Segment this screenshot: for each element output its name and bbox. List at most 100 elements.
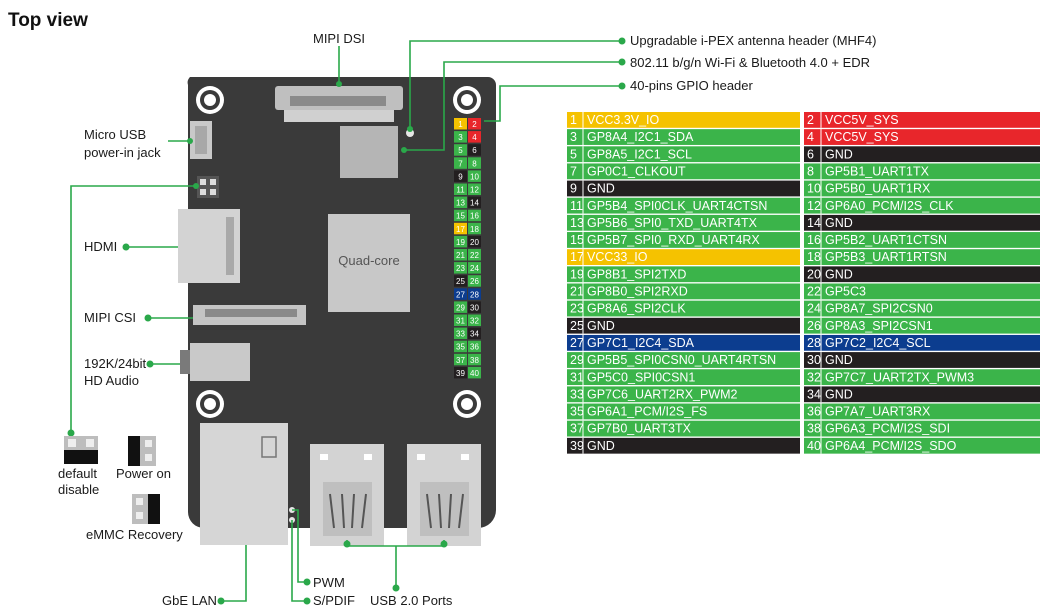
pin-function: GP7C1_I2C4_SDA <box>587 336 695 350</box>
pin-number: 14 <box>807 216 821 230</box>
header-pin-number: 36 <box>470 343 479 352</box>
pin-row-12: 12 GP6A0_PCM/I2S_CLK <box>804 197 1040 214</box>
header-pin-28: 28 <box>468 288 481 300</box>
header-pin-16: 16 <box>468 209 481 222</box>
pin-row-28: 28 GP7C2_I2C4_SCL <box>804 334 1040 351</box>
mounting-hole-tl <box>196 86 224 114</box>
pin-number: 39 <box>570 439 584 453</box>
header-pin-36: 36 <box>468 340 481 353</box>
header-pin-8: 8 <box>468 157 481 169</box>
jumper-default-disable-icon <box>64 436 98 464</box>
pin-function: GP7C2_I2C4_SCL <box>825 336 931 350</box>
header-pin-number: 18 <box>470 225 479 234</box>
header-pin-11: 11 <box>454 183 467 195</box>
label-emmc-recovery: eMMC Recovery <box>86 527 183 542</box>
pin-number: 30 <box>807 353 821 367</box>
pin-number: 36 <box>807 405 821 419</box>
header-pin-number: 39 <box>456 369 465 378</box>
header-pin-30: 30 <box>468 301 481 313</box>
pin-function: GP8A3_SPI2CSN1 <box>825 319 933 333</box>
header-pin-18: 18 <box>468 222 481 235</box>
label-pwm: PWM <box>313 575 345 590</box>
pin-number: 17 <box>570 250 584 264</box>
header-pin-3: 3 <box>454 131 467 143</box>
soc-label: Quad-core <box>338 253 399 268</box>
pin-function: GND <box>825 387 853 401</box>
header-pin-number: 25 <box>456 277 465 286</box>
pin-function: GND <box>825 216 853 230</box>
header-pin-number: 4 <box>472 133 477 142</box>
pin-function: GP6A1_PCM/I2S_FS <box>587 405 707 419</box>
pin-number: 6 <box>807 147 814 161</box>
header-pin-number: 14 <box>470 199 479 208</box>
pin-row-14: 14 GND <box>804 214 1040 231</box>
header-pin-number: 37 <box>456 356 465 365</box>
pin-number: 2 <box>807 113 814 127</box>
pin-function: GP0C1_CLKOUT <box>587 164 686 178</box>
pin-number: 12 <box>807 199 821 213</box>
header-pin-20: 20 <box>468 235 481 248</box>
audio-jack <box>180 343 250 381</box>
header-pin-25: 25 <box>454 275 467 287</box>
pin-function: GP7B0_UART3TX <box>587 422 692 436</box>
label-wifi-bluetooth: 802.11 b/g/n Wi-Fi & Bluetooth 4.0 + EDR <box>630 55 870 70</box>
header-pin-5: 5 <box>454 144 467 156</box>
header-pin-number: 10 <box>470 172 479 181</box>
header-pin-17: 17 <box>454 222 467 235</box>
pin-function: GP6A3_PCM/I2S_SDI <box>825 422 950 436</box>
header-pin-21: 21 <box>454 249 467 261</box>
pin-function: GP6A0_PCM/I2S_CLK <box>825 199 954 213</box>
pin-number: 24 <box>807 302 821 316</box>
header-pin-number: 33 <box>456 330 465 339</box>
pin-function: GP7A7_UART3RX <box>825 405 931 419</box>
header-pin-32: 32 <box>468 314 481 326</box>
pin-number: 40 <box>807 439 821 453</box>
header-pin-number: 17 <box>456 225 465 234</box>
header-pin-1: 1 <box>454 118 467 130</box>
header-pin-number: 29 <box>456 303 465 312</box>
pin-function: VCC3.3V_IO <box>587 113 660 127</box>
pin-function: GP8A4_I2C1_SDA <box>587 130 694 144</box>
board: Quad-core <box>178 77 497 546</box>
pin-number: 16 <box>807 233 821 247</box>
jumper-legend <box>64 436 160 524</box>
header-pin-number: 1 <box>458 120 463 129</box>
pin-number: 34 <box>807 387 821 401</box>
pin-function: GP5C0_SPI0CSN1 <box>587 370 695 384</box>
header-pin-number: 40 <box>470 369 479 378</box>
pin-function: GP7C7_UART2TX_PWM3 <box>825 370 974 384</box>
pin-function: GP8A7_SPI2CSN0 <box>825 302 933 316</box>
header-pin-24: 24 <box>468 262 481 274</box>
pin-function: VCC5V_SYS <box>825 113 899 127</box>
pin-number: 28 <box>807 336 821 350</box>
pin-number: 20 <box>807 267 821 281</box>
header-pin-number: 12 <box>470 186 479 195</box>
header-pin-39: 39 <box>454 366 467 379</box>
header-pin-number: 16 <box>470 212 479 221</box>
pin-function: GP7C6_UART2RX_PWM2 <box>587 387 738 401</box>
header-pin-number: 9 <box>458 172 463 181</box>
pin-number: 29 <box>570 353 584 367</box>
wifi-module <box>340 126 398 178</box>
